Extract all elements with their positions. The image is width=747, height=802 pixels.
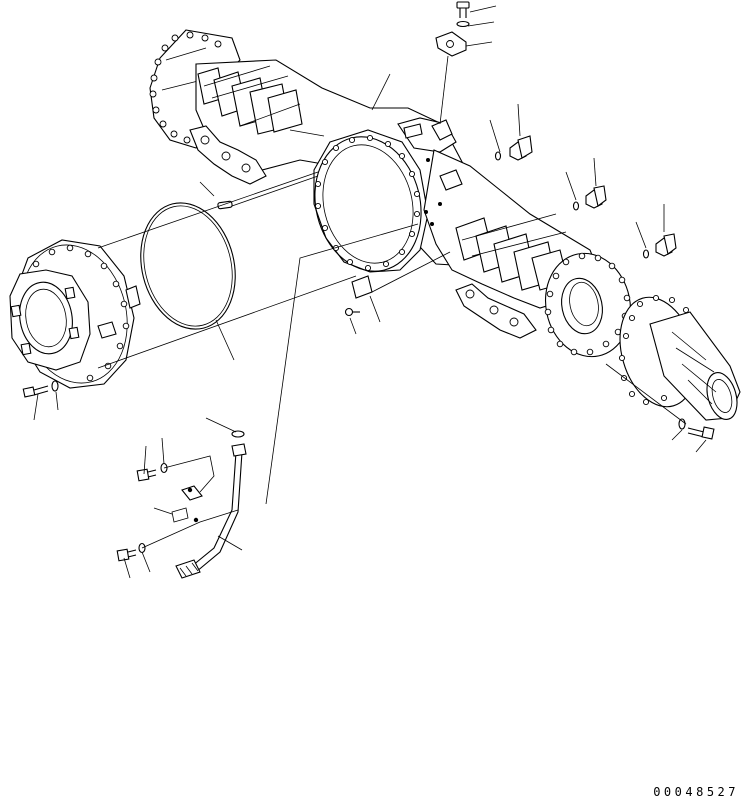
bolt-icon [457,2,469,18]
o-ring-small-1 [496,152,501,160]
axle-housing-icon [150,30,640,365]
o-ring-large-icon [128,193,248,339]
plug-icon [510,136,532,160]
bolt-hose-lower-icon [117,549,136,561]
bolt-hub-icon [688,427,714,439]
wheel-hub-flange-icon [608,288,742,423]
breather-assembly [436,2,469,124]
small-plug-o-ring-icon [232,431,244,437]
o-ring-small-2 [574,202,579,210]
clip-icon [172,486,202,522]
carrier-inner-lugs [11,287,79,354]
plug-icon-2 [586,186,606,208]
washer-hub-icon [679,419,685,429]
washer-carrier-icon [52,381,58,391]
differential-carrier-icon [7,233,142,394]
o-ring-small-3 [644,250,649,258]
plug-icon-3 [656,234,676,256]
drawing-part-number: 00048527 [653,785,739,799]
bolt-carrier-icon [23,386,48,397]
assembly-lines [98,172,686,504]
washer-icon [457,22,469,27]
right-flange-bolt-holes [545,253,630,355]
bowl-bolt-holes [315,135,419,270]
nameplate-icon [352,276,372,298]
callout-leaders [34,6,706,578]
flange-bolt-holes [150,32,221,143]
housing-ribs-left [198,66,302,134]
bolt-hose-upper-icon [137,469,156,481]
carrier-bolt-holes [33,245,129,381]
breather-hose-icon [176,444,246,578]
nameplate-screw-icon [346,309,361,316]
breather-icon [436,32,466,56]
